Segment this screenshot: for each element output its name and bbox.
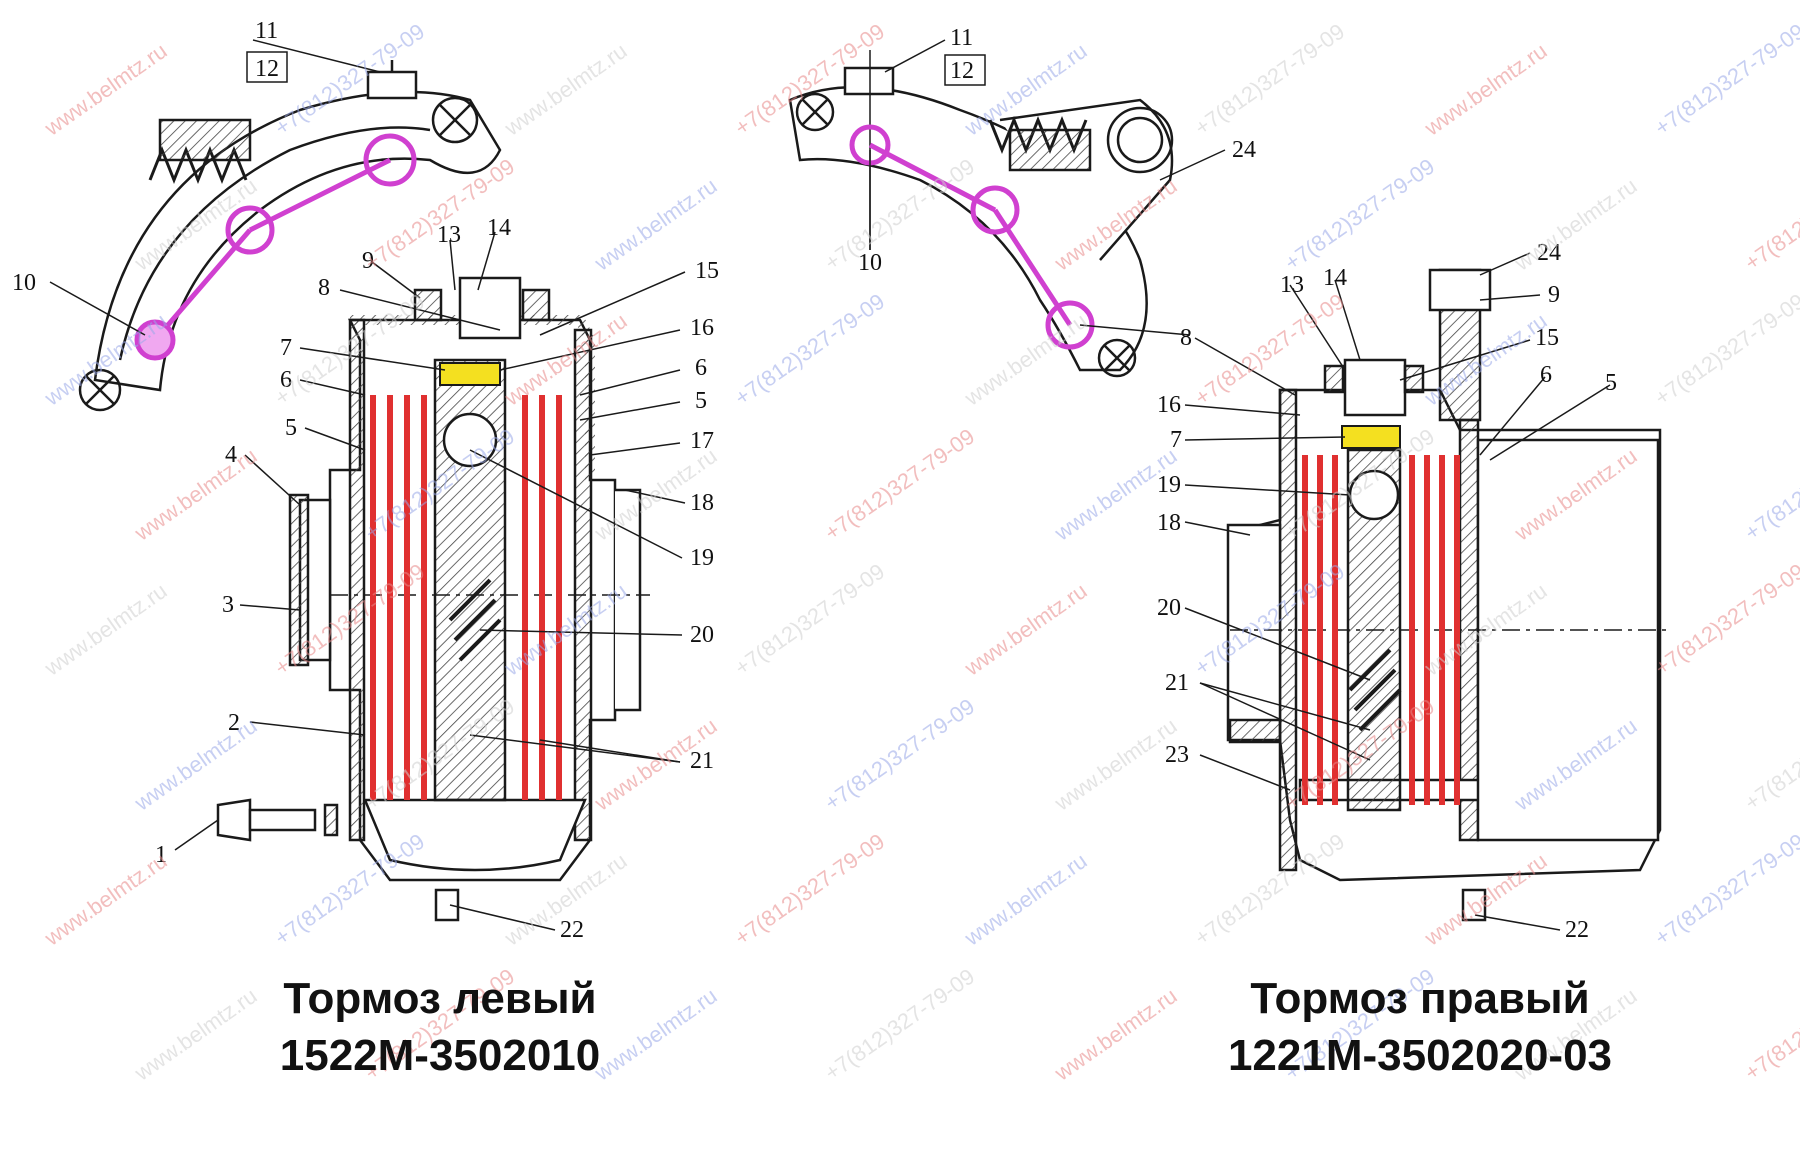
callout-left: 7 [280, 335, 292, 361]
callout-left: 21 [690, 748, 714, 774]
callouts-right: 11 12 10 24 24 13 14 9 15 6 5 8 16 7 19 … [858, 25, 1617, 943]
callout-12-box-left: 12 [246, 51, 288, 83]
callout-left: 11 [255, 18, 278, 44]
left-linkage [134, 133, 417, 361]
callout-right: 15 [1535, 325, 1559, 351]
right-brake-caption: Тормоз правый 1221М-3502020-03 [1190, 970, 1650, 1084]
leader-lines [49, 39, 1611, 931]
callout-right: 16 [1157, 392, 1181, 418]
callout-left: 12 [255, 56, 279, 82]
callout-right: 21 [1165, 670, 1189, 696]
left-brake-part-number: 1522М-3502010 [279, 1031, 601, 1081]
left-lever [78, 60, 502, 412]
callout-right: 6 [1540, 362, 1552, 388]
callout-right: 10 [858, 250, 882, 276]
callout-left: 19 [690, 545, 714, 571]
callout-left: 2 [228, 710, 240, 736]
callout-right: 22 [1565, 917, 1589, 943]
callout-left: 1 [155, 842, 167, 868]
callout-left: 17 [690, 428, 714, 454]
left-brake [78, 60, 650, 922]
right-housing [1226, 268, 1670, 922]
callout-right: 19 [1157, 472, 1181, 498]
callout-right: 14 [1323, 265, 1347, 291]
callout-right: 18 [1157, 510, 1181, 536]
callout-right: 7 [1170, 427, 1182, 453]
right-brake-title: Тормоз правый [1250, 974, 1590, 1023]
callout-left: 4 [225, 442, 237, 468]
callout-left: 9 [362, 248, 374, 274]
left-bolt-part [216, 798, 339, 842]
left-pin [439, 362, 501, 386]
callout-right: 24 [1232, 137, 1256, 163]
callout-left: 8 [318, 275, 330, 301]
callout-left: 22 [560, 917, 584, 943]
callout-left: 6 [695, 355, 707, 381]
callout-right: 20 [1157, 595, 1181, 621]
callout-left: 14 [487, 215, 511, 241]
left-friction-discs [370, 395, 562, 800]
callout-right: 5 [1605, 370, 1617, 396]
callout-right: 24 [1537, 240, 1561, 266]
callout-left: 15 [695, 258, 719, 284]
callout-right: 9 [1548, 282, 1560, 308]
callout-left: 16 [690, 315, 714, 341]
callout-left: 10 [12, 270, 36, 296]
callout-left: 13 [437, 222, 461, 248]
callout-left: 3 [222, 592, 234, 618]
callout-left: 6 [280, 367, 292, 393]
callout-left: 5 [695, 388, 707, 414]
callout-right: 8 [1180, 325, 1192, 351]
callout-right: 13 [1280, 272, 1304, 298]
callout-12-box-right: 12 [944, 54, 986, 86]
right-brake-part-number: 1221М-3502020-03 [1227, 1031, 1613, 1081]
callout-left: 20 [690, 622, 714, 648]
callout-right: 11 [950, 25, 973, 51]
right-lever [788, 50, 1174, 378]
left-brake-caption: Тормоз левый 1522М-3502010 [230, 970, 650, 1084]
right-pin [1341, 425, 1401, 449]
right-friction-discs [1302, 455, 1460, 805]
callout-right: 12 [950, 58, 974, 84]
right-brake [788, 50, 1670, 922]
callouts-left: 1 2 3 4 5 6 7 8 9 10 11 12 13 14 15 16 6… [12, 18, 719, 943]
left-brake-title: Тормоз левый [283, 974, 597, 1023]
callout-left: 5 [285, 415, 297, 441]
callout-right: 23 [1165, 742, 1189, 768]
callout-left: 18 [690, 490, 714, 516]
